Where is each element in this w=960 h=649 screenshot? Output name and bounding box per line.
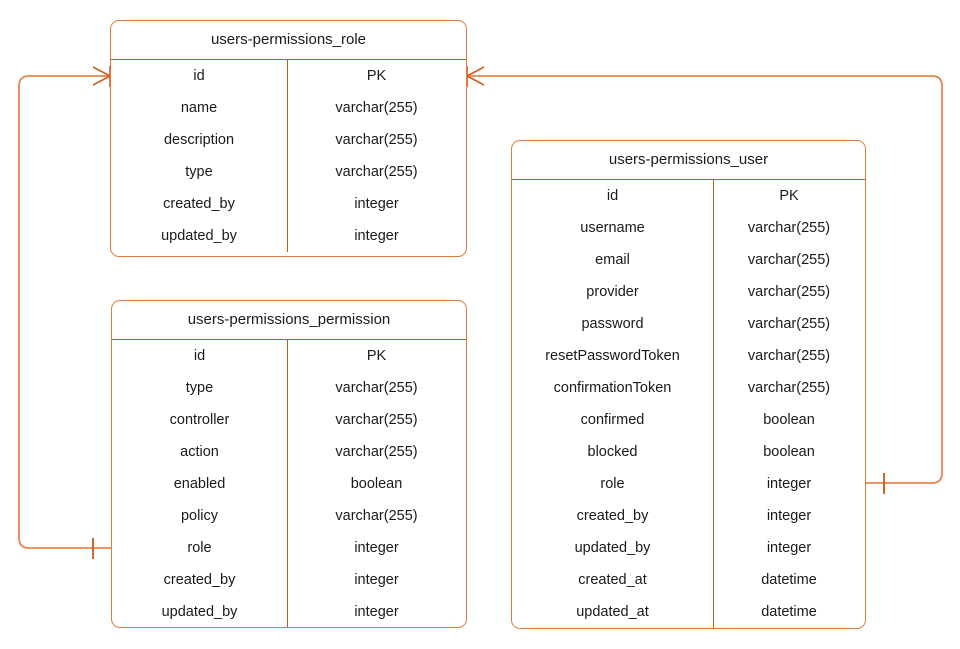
crows-foot-marker-role-left: [92, 66, 111, 87]
table-row-type: datetime: [761, 572, 817, 588]
table-row-type: PK: [366, 348, 387, 364]
table-row-type: datetime: [761, 604, 817, 620]
relationship-line-role-permission: [18, 75, 111, 549]
entity-title-user: users-permissions_user: [512, 141, 865, 180]
table-row-field: created_by: [163, 572, 236, 588]
column-fields-permission: id type controller action enabled policy…: [112, 340, 288, 627]
entity-title-permission: users-permissions_permission: [112, 301, 466, 340]
table-row-field: type: [185, 164, 213, 180]
table-row-type: integer: [354, 228, 399, 244]
table-row-field: updated_at: [576, 604, 649, 620]
table-row-field: id: [193, 68, 205, 84]
table-row-type: varchar(255): [335, 132, 418, 148]
table-row-type: integer: [354, 196, 399, 212]
table-row-field: id: [606, 188, 619, 204]
table-row-field: blocked: [587, 444, 638, 460]
crows-foot-marker-role-right: [466, 66, 485, 87]
table-row-type: PK: [779, 188, 799, 204]
table-row-type: boolean: [350, 476, 403, 492]
relationship-role-permission: [18, 66, 111, 559]
table-row-type: integer: [766, 540, 812, 556]
table-row-type: integer: [766, 508, 812, 524]
entity-body-user: id username email provider password rese…: [512, 180, 865, 628]
table-row-type: varchar(255): [747, 220, 831, 236]
table-row-field: provider: [586, 284, 639, 300]
table-row-type: integer: [354, 604, 399, 620]
table-row-field: email: [595, 252, 630, 268]
table-row-field: created_by: [163, 196, 235, 212]
table-row-field: password: [581, 316, 644, 332]
table-row-field: name: [180, 100, 218, 116]
table-row-field: created_at: [578, 572, 647, 588]
entity-table-users-permissions-user[interactable]: users-permissions_user id username email…: [511, 140, 866, 629]
table-row-field: confirmed: [580, 412, 645, 428]
column-types-permission: PK varchar(255) varchar(255) varchar(255…: [288, 340, 465, 627]
table-row-type: varchar(255): [335, 100, 418, 116]
table-row-type: varchar(255): [747, 284, 831, 300]
table-row-type: integer: [354, 540, 399, 556]
table-row-field: action: [180, 444, 219, 460]
table-row-field: updated_by: [574, 540, 651, 556]
table-row-type: integer: [766, 476, 812, 492]
entity-table-users-permissions-permission[interactable]: users-permissions_permission id type con…: [111, 300, 467, 628]
table-row-type: varchar(255): [747, 316, 831, 332]
table-row-type: varchar(255): [747, 348, 831, 364]
table-row-type: varchar(255): [335, 380, 418, 396]
table-row-type: PK: [366, 68, 387, 84]
table-row-field: confirmationToken: [553, 380, 672, 396]
table-row-field: description: [163, 132, 235, 148]
table-row-field: role: [187, 540, 212, 556]
table-row-type: varchar(255): [335, 444, 418, 460]
table-row-field: resetPasswordToken: [545, 348, 680, 364]
table-row-field: updated_by: [161, 228, 237, 244]
table-row-field: id: [193, 348, 206, 364]
entity-body-permission: id type controller action enabled policy…: [112, 340, 466, 627]
table-row-type: varchar(255): [335, 508, 418, 524]
table-row-type: varchar(255): [335, 164, 418, 180]
table-row-field: enabled: [173, 476, 226, 492]
table-row-type: boolean: [763, 444, 815, 460]
table-row-type: varchar(255): [747, 252, 831, 268]
table-row-field: username: [580, 220, 645, 236]
table-row-field: updated_by: [161, 604, 238, 620]
table-row-field: controller: [169, 412, 230, 428]
entity-table-users-permissions-role[interactable]: users-permissions_role id name descripti…: [110, 20, 467, 257]
table-row-type: boolean: [763, 412, 815, 428]
column-types-user: PK varchar(255) varchar(255) varchar(255…: [714, 180, 864, 628]
table-row-field: created_by: [576, 508, 649, 524]
table-row-type: varchar(255): [747, 380, 831, 396]
entity-body-role: id name description type created_by upda…: [111, 60, 466, 252]
table-row-field: role: [600, 476, 625, 492]
column-fields-user: id username email provider password rese…: [512, 180, 714, 628]
column-fields-role: id name description type created_by upda…: [111, 60, 288, 252]
column-types-role: PK varchar(255) varchar(255) varchar(255…: [288, 60, 465, 252]
table-row-type: integer: [354, 572, 399, 588]
table-row-field: policy: [180, 508, 219, 524]
table-row-field: type: [185, 380, 214, 396]
table-row-type: varchar(255): [335, 412, 418, 428]
entity-title-role: users-permissions_role: [111, 21, 466, 60]
